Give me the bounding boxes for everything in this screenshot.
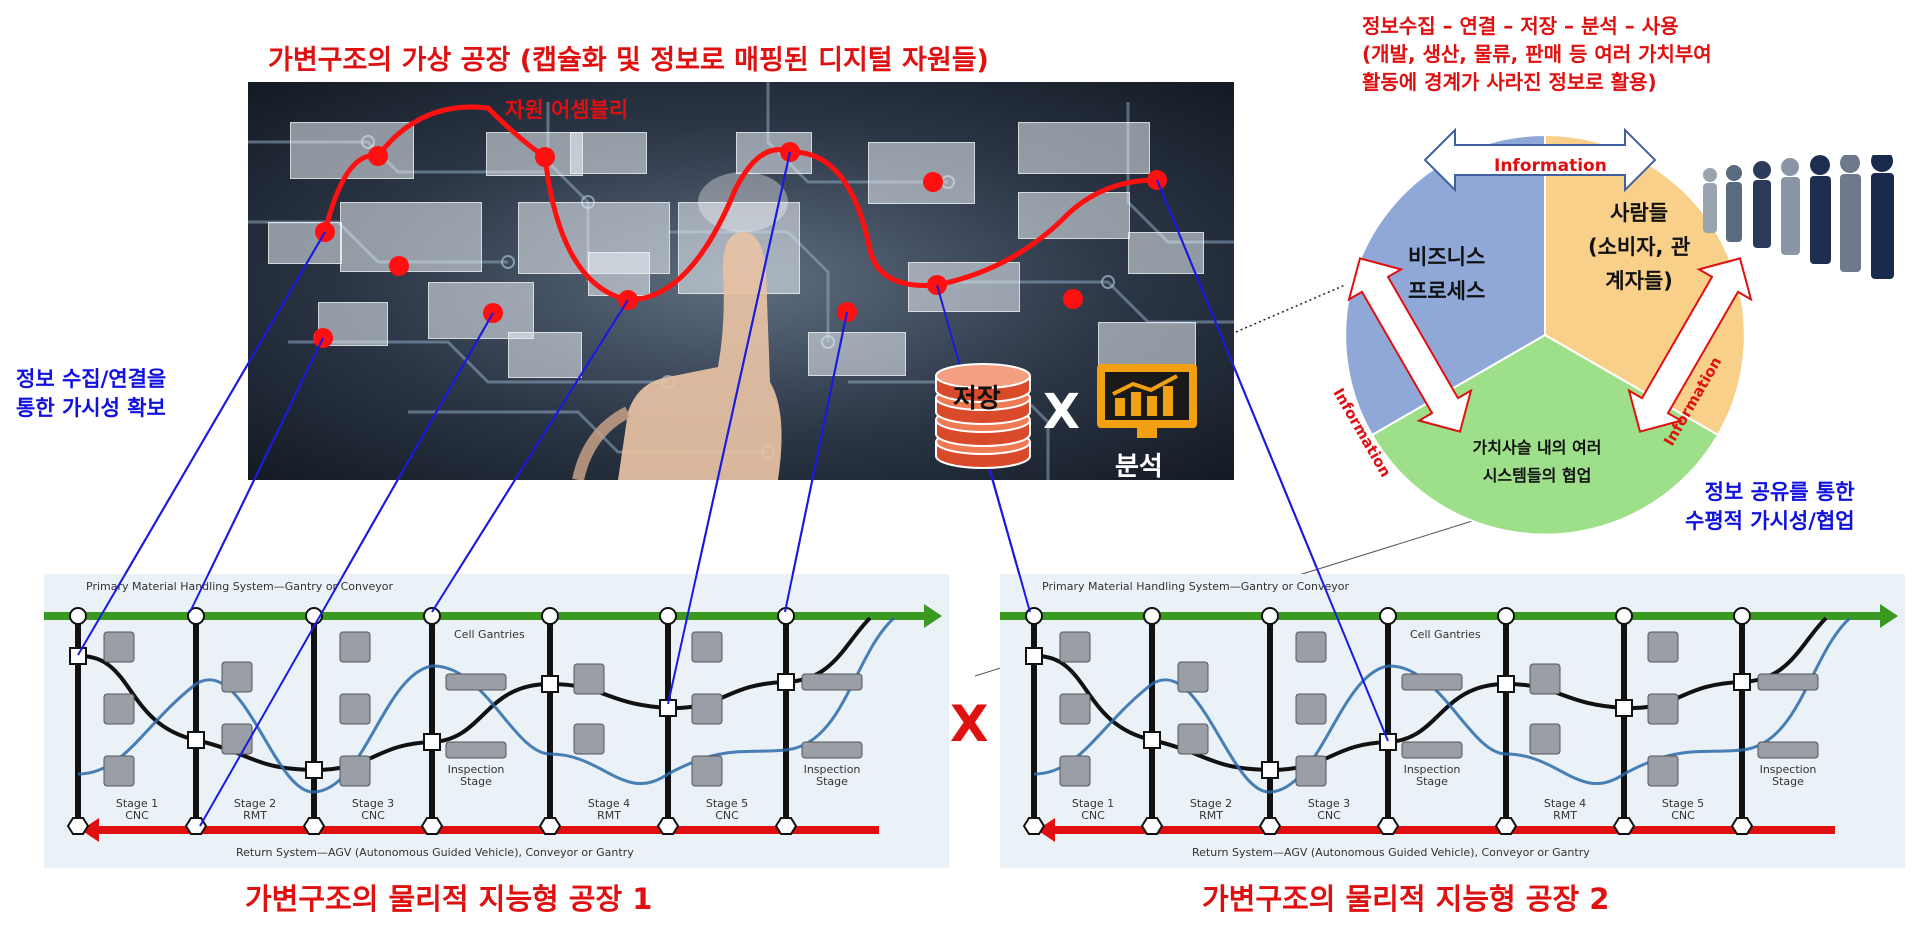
storage-label: 저장 xyxy=(953,384,1001,414)
primary-rail-label: Primary Material Handling System—Gantry … xyxy=(86,580,393,593)
analysis-label: 분석 xyxy=(1115,452,1163,482)
factory-1-title: 가변구조의 물리적 지능형 공장 1 xyxy=(245,882,653,916)
value-chain-collab-label: 가치사슬 내의 여러 시스템들의 협업 xyxy=(1472,438,1602,485)
return-rail-label: Return System—AGV (Autonomous Guided Veh… xyxy=(1192,846,1590,859)
physical-factory-1: Primary Material Handling System—Gantry … xyxy=(44,574,949,868)
factory-1-layout xyxy=(44,604,942,842)
database-icon xyxy=(935,363,1031,469)
people-icon xyxy=(1703,155,1894,279)
cell-gantries-label: Cell Gantries xyxy=(1410,628,1481,641)
analysis-monitor-icon xyxy=(1097,364,1197,438)
people-label: 사람들 (소비자, 관 계자들) xyxy=(1588,201,1691,293)
assembly-curve xyxy=(322,104,1158,303)
physical-factory-2: Primary Material Handling System—Gantry … xyxy=(1000,574,1905,868)
virtual-factory-title: 가변구조의 가상 공장 (캡슐화 및 정보로 매핑된 디지털 자원들) xyxy=(268,45,989,76)
factory-2-layout xyxy=(1000,604,1898,842)
visibility-note: 정보 수집/연결을 통한 가시성 확보 xyxy=(16,367,167,420)
factory-combine-symbol: X xyxy=(950,695,989,753)
horizontal-visibility-note: 정보 공유를 통한 수평적 가시성/협업 xyxy=(1685,480,1855,533)
assembly-label: 자원 어셈블리 xyxy=(505,98,629,122)
resource-nodes xyxy=(313,142,1167,348)
info-arrow-top-label: Information xyxy=(1494,156,1607,176)
primary-rail-label: Primary Material Handling System—Gantry … xyxy=(1042,580,1349,593)
dotted-connector xyxy=(1235,284,1346,333)
info-flow-note: 정보수집 – 연결 – 저장 – 분석 – 사용 (개발, 생산, 물류, 판매… xyxy=(1362,14,1712,94)
factory-2-title: 가변구조의 물리적 지능형 공장 2 xyxy=(1202,882,1610,916)
return-rail-label: Return System—AGV (Autonomous Guided Veh… xyxy=(236,846,634,859)
cell-gantries-label: Cell Gantries xyxy=(454,628,525,641)
times-symbol: X xyxy=(1043,384,1081,440)
business-process-label: 비즈니스 프로세스 xyxy=(1408,245,1486,303)
